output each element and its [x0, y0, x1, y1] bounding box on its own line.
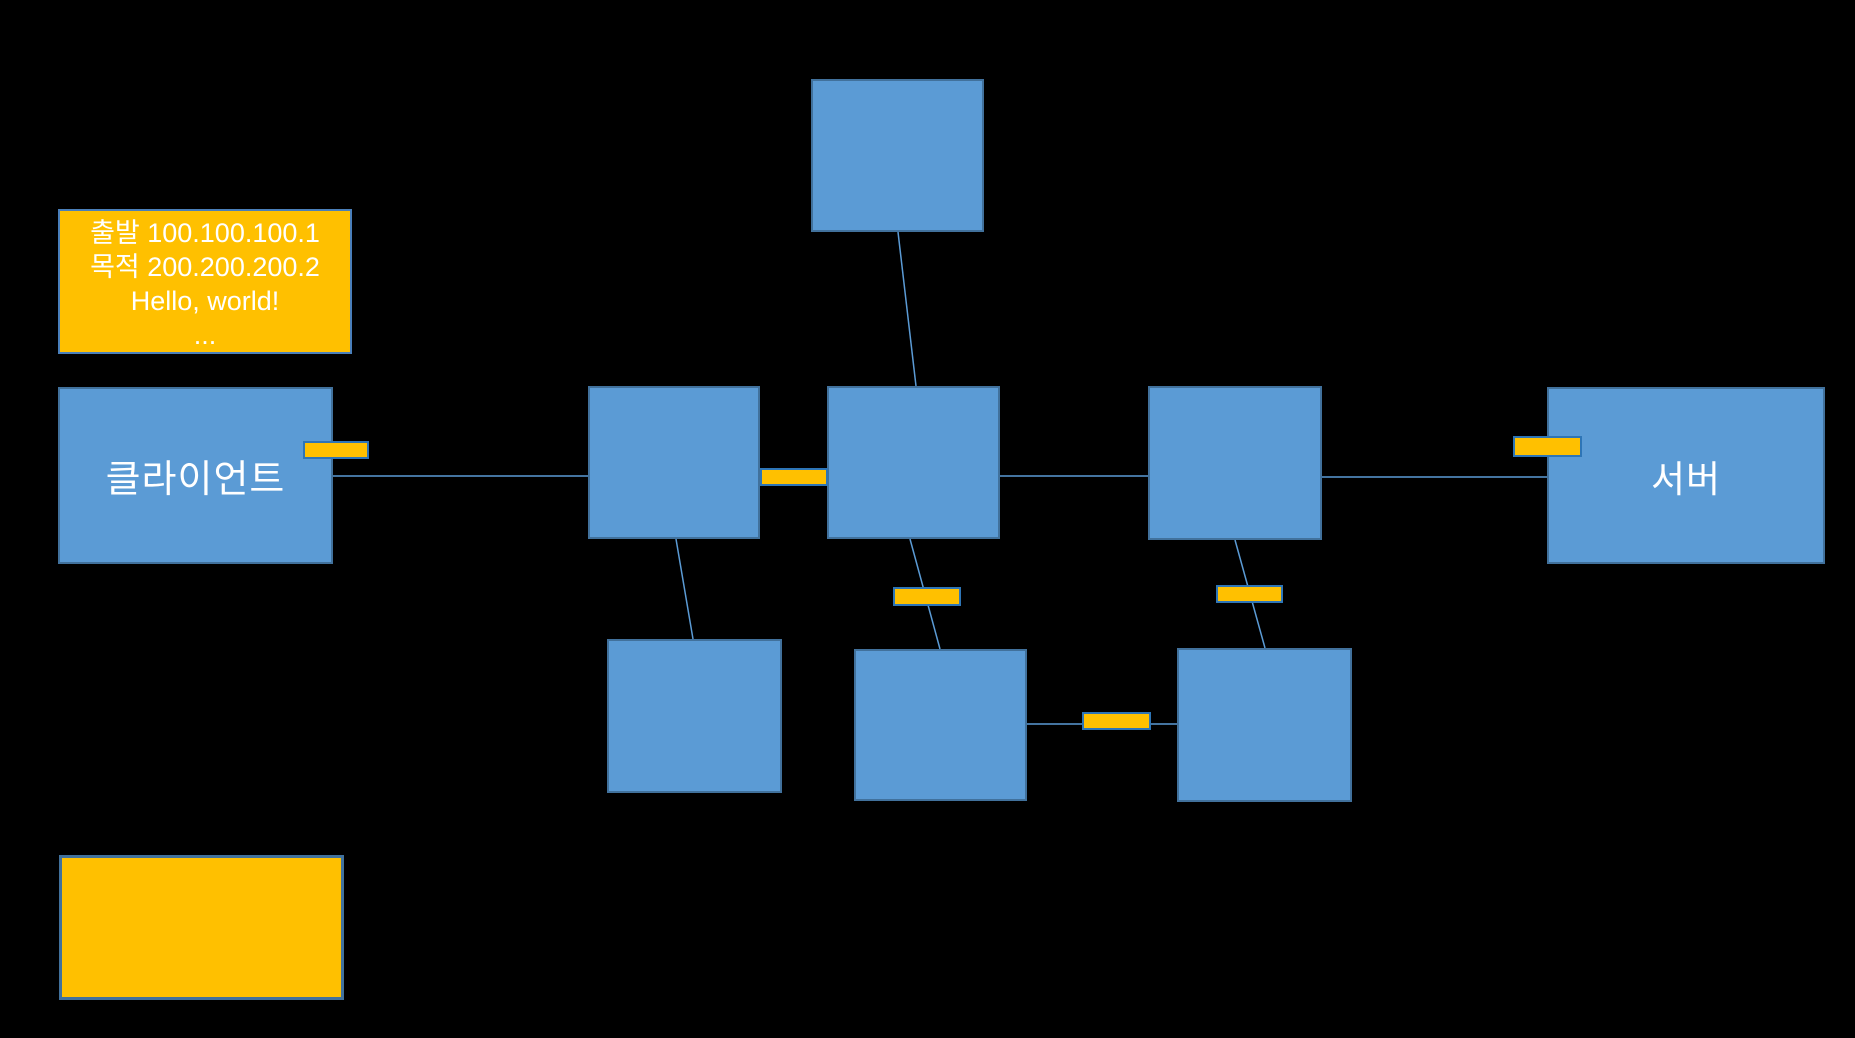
server-node: 서버: [1547, 387, 1825, 564]
client-label: 클라이언트: [105, 459, 286, 501]
router-top-node: [811, 79, 984, 232]
client-node: 클라이언트: [58, 387, 333, 564]
packet-note-line-destination: 목적 200.200.200.2: [90, 252, 320, 282]
packet-link-bottommid-bottomright: [1082, 712, 1151, 730]
packet-contents-note: 출발 100.100.100.1 목적 200.200.200.2 Hello,…: [58, 209, 352, 354]
packet-link-r2-bottommid: [893, 587, 961, 606]
packet-link-r3-bottomright: [1216, 585, 1283, 603]
link-r1-bottomleft: [675, 538, 694, 640]
router-2-node: [827, 386, 1000, 539]
empty-packet-legend-box: [59, 855, 344, 1000]
packet-note-line-payload: Hello, world!: [130, 286, 280, 316]
router-1-node: [588, 386, 760, 539]
router-bottom-mid-node: [854, 649, 1027, 801]
router-3-node: [1148, 386, 1322, 540]
server-label: 서버: [1650, 458, 1722, 500]
packet-note-line-ellipsis: ...: [193, 320, 217, 350]
link-top-r2: [897, 231, 917, 387]
packet-link-r1-r2: [760, 468, 828, 486]
packet-at-server: [1513, 436, 1582, 457]
packet-note-line-source: 출발 100.100.100.1: [90, 218, 320, 248]
router-bottom-left-node: [607, 639, 782, 793]
router-bottom-right-node: [1177, 648, 1352, 802]
packet-at-client: [303, 441, 369, 459]
